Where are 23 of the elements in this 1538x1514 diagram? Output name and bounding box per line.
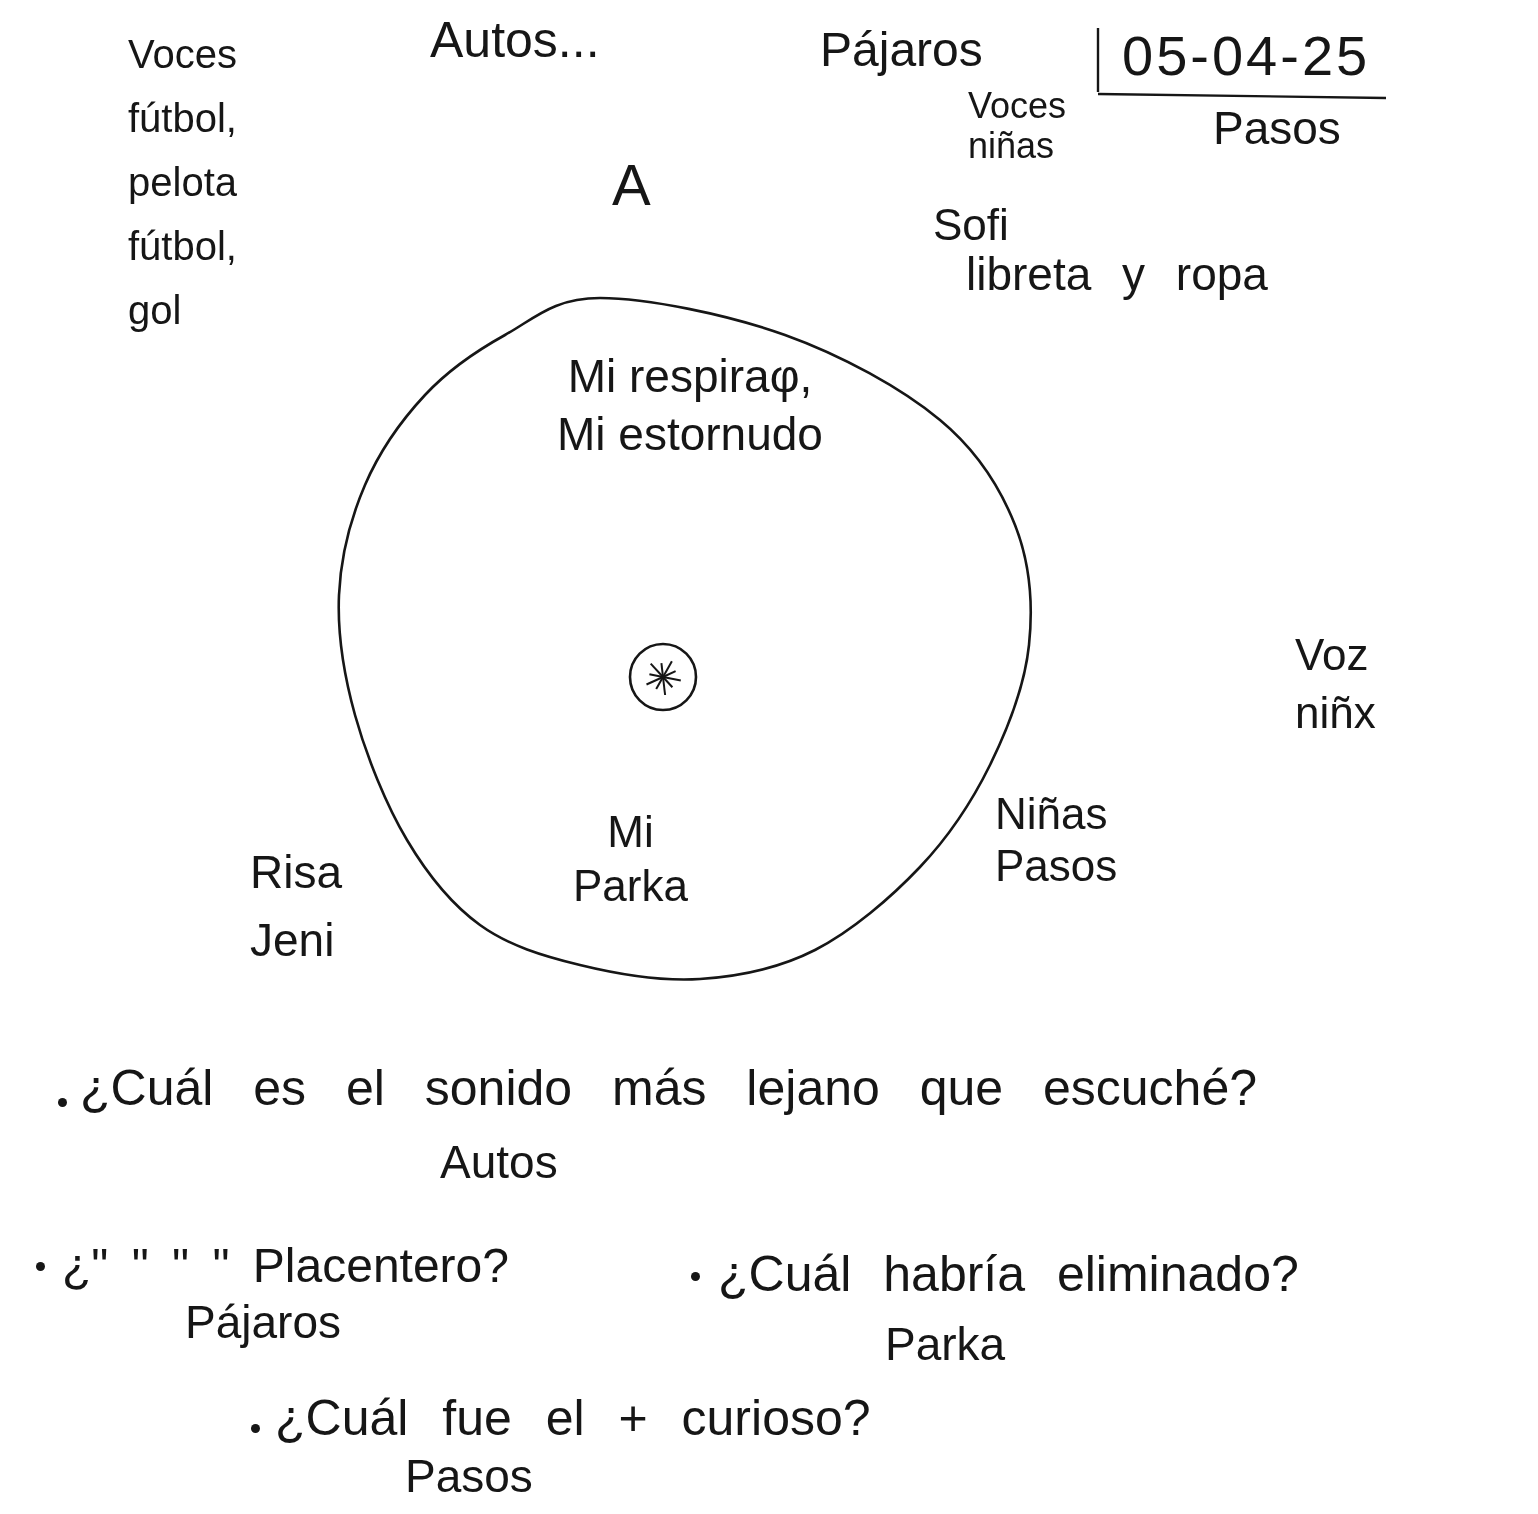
asterisk-circle-icon: [628, 642, 698, 712]
circle-note-text: Mi Parka: [572, 806, 689, 912]
note-text: Pasos: [1213, 102, 1341, 155]
note-text: Niñas Pasos: [995, 788, 1119, 892]
note-text: Risa Jeni: [250, 845, 344, 968]
answer-text: Pájaros: [185, 1296, 341, 1349]
note-text: Sofi: [933, 200, 1009, 251]
answer-text: Autos: [440, 1136, 558, 1189]
note-text: Pájaros: [820, 22, 983, 78]
date-text: 05-04-25: [1122, 24, 1371, 89]
note-text: Voz niñx: [1295, 629, 1377, 739]
question-text: ¿Cuál habría eliminado?: [718, 1246, 1299, 1304]
answer-text: Pasos: [405, 1450, 533, 1503]
question-text: ¿Cuál es el sonido más lejano que escuché?: [80, 1060, 1258, 1118]
note-text: Voces niñas: [968, 86, 1068, 166]
question-text: ¿Cuál fue el + curioso?: [275, 1390, 871, 1448]
question-text: ¿" " " " Placentero?: [62, 1238, 509, 1294]
note-text: libreta y ropa: [966, 248, 1268, 301]
note-text: Voces fútbol, pelota fútbol, gol: [128, 31, 238, 334]
note-text: Autos...: [430, 12, 600, 70]
section-letter: A: [612, 152, 651, 219]
answer-text: Parka: [885, 1318, 1006, 1371]
circle-note-text: Mi respiraφ, Mi estornudo: [556, 349, 824, 462]
